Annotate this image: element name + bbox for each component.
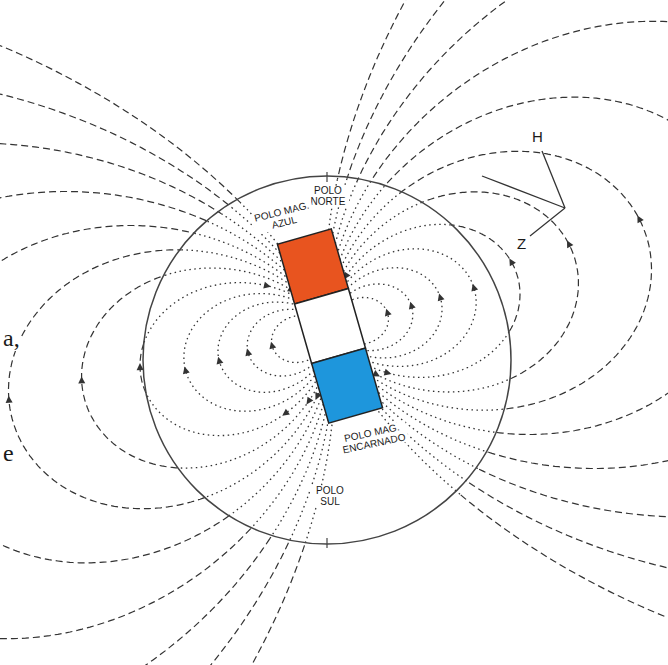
magnet-pole-blue — [312, 348, 383, 423]
outer-field-line — [371, 21, 668, 468]
outer-field-line — [337, 0, 668, 179]
outer-field-line — [0, 143, 270, 665]
pole-label: POLO MAG. AZUL — [250, 200, 315, 235]
vector-label: Z — [516, 236, 527, 252]
outer-field-line — [0, 192, 251, 639]
earth-outline — [143, 176, 511, 544]
field-arrowhead — [217, 357, 224, 365]
field-arrowhead — [245, 349, 252, 357]
pole-label: POLO MAG. ENCARNADO — [337, 421, 410, 456]
field-arrowhead — [263, 282, 271, 289]
field-arrowhead — [409, 302, 416, 310]
field-arrowhead — [6, 396, 13, 403]
outer-field-line — [461, 397, 668, 665]
outer-field-line — [82, 275, 178, 468]
pole-label: POLO SUL — [310, 486, 350, 507]
field-arrowhead — [306, 397, 313, 405]
outer-field-line — [451, 225, 520, 332]
field-components — [482, 151, 565, 236]
field-arrowhead — [282, 409, 290, 416]
field-arrowhead — [438, 294, 445, 302]
z-vector — [530, 208, 565, 236]
outer-field-line — [0, 226, 229, 563]
outer-field-line — [400, 151, 651, 409]
outer-field-line — [0, 75, 288, 665]
field-arrowhead — [269, 342, 276, 350]
outer-field-line — [384, 97, 668, 434]
bar-magnet — [277, 229, 382, 423]
text-fragment: a, — [2, 326, 21, 351]
text-fragment: e — [2, 441, 15, 466]
pole-label: POLO NORTE — [307, 186, 349, 207]
h-vector — [542, 151, 565, 208]
outer-field-line — [347, 0, 668, 585]
field-arrowhead — [78, 376, 85, 383]
total-vector — [482, 176, 565, 208]
field-arrowhead — [183, 367, 190, 375]
pole-tick — [326, 538, 327, 548]
inner-field-line — [146, 330, 331, 436]
outer-field-line — [9, 250, 205, 509]
vector-label: H — [531, 129, 544, 145]
field-arrowhead — [509, 258, 516, 266]
field-arrowhead — [385, 309, 392, 317]
field-arrowhead — [637, 215, 643, 223]
field-arrowhead — [471, 284, 478, 292]
outer-field-line — [0, 545, 305, 665]
field-arrowhead — [384, 369, 392, 376]
field-arrowhead — [567, 240, 573, 248]
pole-tick — [326, 172, 327, 182]
